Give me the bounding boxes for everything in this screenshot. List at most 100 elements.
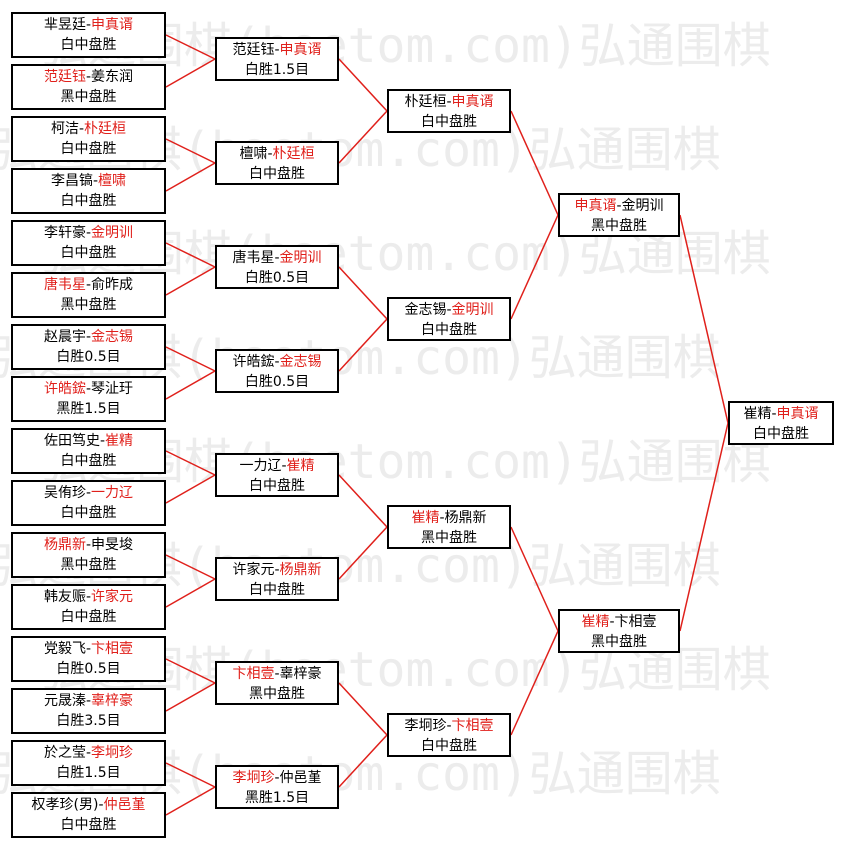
bracket-connector [510, 110, 559, 216]
separator: - [274, 666, 280, 682]
bracket-connector [338, 734, 388, 788]
player-a-name: 崔精 [743, 406, 772, 422]
player-a-name: 唐韦星 [43, 277, 86, 293]
player-a-name: 赵晨宇 [43, 329, 86, 345]
players-line: 崔精-申真谞 [730, 404, 832, 424]
player-a-name: 范廷钰 [43, 69, 86, 85]
player-a-name: 崔精 [411, 510, 440, 526]
player-b-name: 卞相壹 [614, 614, 657, 630]
bracket-connector [679, 214, 729, 424]
players-line: 唐韦星-金明训 [217, 248, 337, 268]
players-line: 许家元-杨鼎新 [217, 560, 337, 580]
player-a-name: 李坰珍 [232, 770, 275, 786]
round4-match-box: 崔精-卞相壹黑中盘胜 [558, 609, 680, 653]
separator: - [85, 17, 92, 33]
players-line: 党毅飞-卞相壹 [13, 639, 164, 659]
match-result: 白胜0.5目 [56, 349, 121, 365]
match-result: 黑胜1.5目 [244, 790, 310, 806]
round2-match-box: 一力辽-崔精白中盘胜 [215, 453, 339, 497]
player-b-name: 杨鼎新 [444, 510, 487, 526]
separator: - [85, 381, 92, 397]
match-result: 白胜1.5目 [244, 62, 310, 78]
players-line: 卞相壹-辜梓豪 [217, 664, 337, 684]
bracket-connector [165, 34, 216, 60]
bracket-connector [165, 242, 216, 268]
separator: - [85, 225, 92, 241]
separator: - [616, 198, 622, 214]
bracket-connector [338, 58, 388, 112]
separator: - [92, 173, 99, 189]
bracket-connector [165, 346, 216, 372]
round1-match-box: 权孝珍(男)-仲邑堇白中盘胜 [11, 792, 166, 838]
bracket-connector [165, 58, 216, 88]
separator: - [274, 770, 280, 786]
player-a-name: 党毅飞 [43, 641, 86, 657]
player-a-name: 许皓鋐 [43, 381, 86, 397]
match-result: 黑中盘胜 [60, 557, 117, 573]
player-b-name: 申真谞 [91, 17, 134, 33]
match-result: 白中盘胜 [249, 478, 305, 494]
round2-match-box: 许家元-杨鼎新白中盘胜 [215, 557, 339, 601]
player-a-name: 崔精 [581, 614, 610, 630]
match-result: 白胜1.5目 [56, 765, 121, 781]
separator: - [98, 797, 104, 813]
match-result: 白中盘胜 [421, 114, 477, 130]
match-result: 白中盘胜 [249, 582, 305, 598]
round3-match-box: 朴廷桓-申真谞白中盘胜 [387, 89, 511, 133]
players-line: 朴廷桓-申真谞 [389, 92, 509, 112]
players-line: 李坰珍-仲邑堇 [217, 768, 337, 788]
round4-match-box: 申真谞-金明训黑中盘胜 [558, 193, 680, 237]
round1-match-box: 范廷钰-姜东润黑中盘胜 [11, 64, 166, 110]
bracket-connector [679, 422, 729, 632]
bracket-connector [165, 554, 216, 580]
bracket-connector [338, 110, 388, 164]
player-b-name: 朴廷桓 [272, 146, 315, 162]
match-result: 白中盘胜 [60, 141, 117, 157]
bracket-connector [510, 526, 559, 632]
match-result: 白胜0.5目 [244, 270, 310, 286]
player-b-name: 仲邑堇 [279, 770, 322, 786]
match-result: 黑中盘胜 [591, 218, 647, 234]
player-b-name: 卞相壹 [451, 718, 494, 734]
player-b-name: 金志锡 [279, 354, 322, 370]
separator: - [78, 121, 85, 137]
player-a-name: 柯洁 [50, 121, 79, 137]
player-b-name: 仲邑堇 [103, 797, 146, 813]
players-line: 许皓鋐-琴沚玗 [13, 379, 164, 399]
round1-match-box: 柯洁-朴廷桓白中盘胜 [11, 116, 166, 162]
bracket-connector [338, 318, 388, 372]
player-b-name: 一力辽 [91, 485, 134, 501]
player-a-name: 吴侑珍 [43, 485, 86, 501]
match-result: 黑胜1.5目 [56, 401, 121, 417]
separator: - [274, 354, 280, 370]
round1-match-box: 芈昱廷-申真谞白中盘胜 [11, 12, 166, 58]
match-result: 白胜0.5目 [56, 661, 121, 677]
player-a-name: 许皓鋐 [232, 354, 275, 370]
player-b-name: 崔精 [105, 433, 134, 449]
player-a-name: 佐田笃史 [43, 433, 100, 449]
player-a-name: 李坰珍 [404, 718, 447, 734]
players-line: 权孝珍(男)-仲邑堇 [13, 795, 164, 815]
player-b-name: 辜梓豪 [91, 693, 134, 709]
players-line: 唐韦星-俞昨成 [13, 275, 164, 295]
bracket-connector [338, 266, 388, 320]
separator: - [281, 458, 287, 474]
round3-match-box: 李坰珍-卞相壹白中盘胜 [387, 713, 511, 757]
players-line: 於之莹-李坰珍 [13, 743, 164, 763]
player-a-name: 唐韦星 [232, 250, 275, 266]
final-match-box: 崔精-申真谞白中盘胜 [728, 401, 834, 445]
bracket-connector [165, 138, 216, 164]
separator: - [85, 745, 92, 761]
players-line: 赵晨宇-金志锡 [13, 327, 164, 347]
separator: - [274, 42, 280, 58]
bracket-connector [165, 474, 216, 504]
round1-match-box: 李轩豪-金明训白中盘胜 [11, 220, 166, 266]
players-line: 韩友赈-许家元 [13, 587, 164, 607]
match-result: 白中盘胜 [60, 245, 117, 261]
player-b-name: 申真谞 [776, 406, 819, 422]
players-line: 范廷钰-申真谞 [217, 40, 337, 60]
player-b-name: 金志锡 [91, 329, 134, 345]
round1-match-box: 杨鼎新-申旻埈黑中盘胜 [11, 532, 166, 578]
match-result: 白中盘胜 [421, 738, 477, 754]
